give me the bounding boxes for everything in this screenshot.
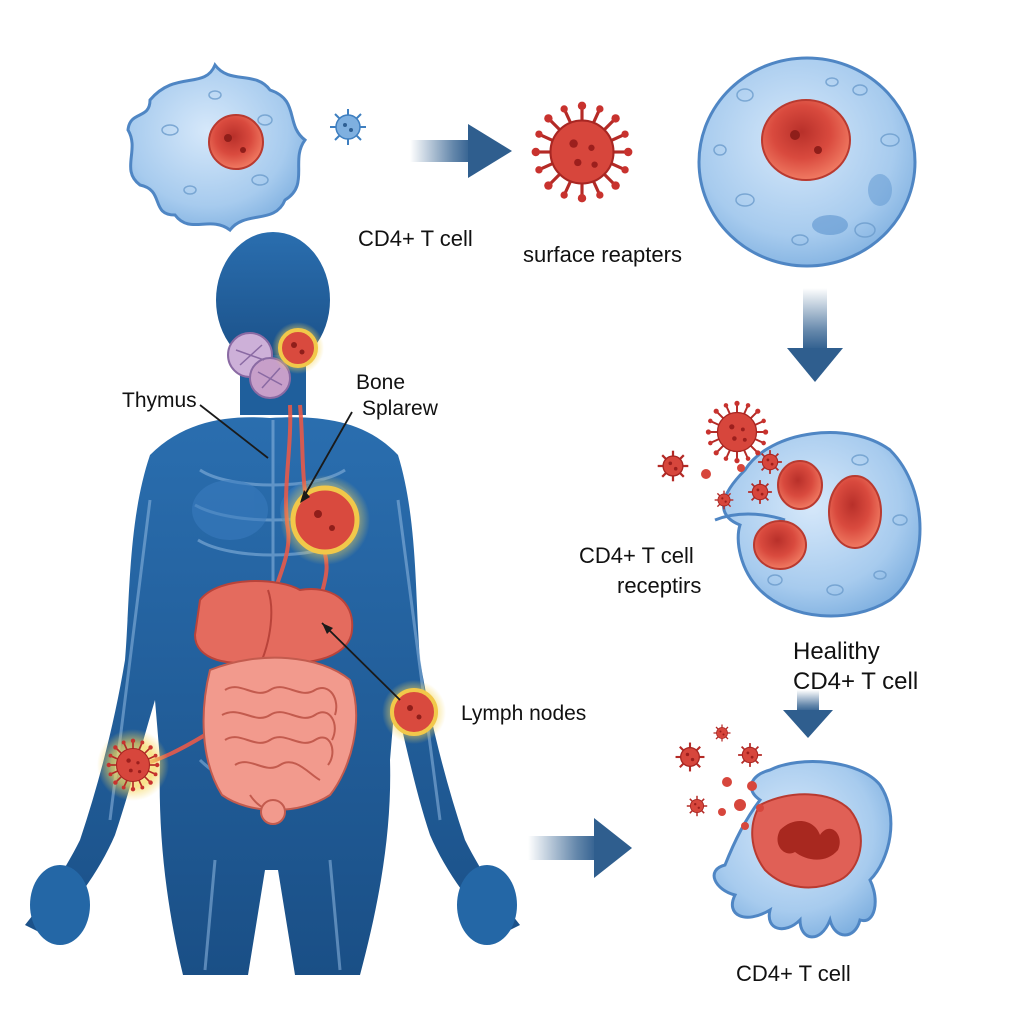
small-blue-virus-icon [330, 109, 366, 145]
label-surface-receptors: surface reapters [523, 242, 682, 267]
top-left-cell [126, 61, 308, 233]
pointer-arrowhead [322, 623, 333, 634]
label-lymph-nodes: Lymph nodes [461, 702, 587, 725]
label-bottom-cd4: CD4+ T cell [736, 961, 851, 986]
nucleus [761, 99, 851, 181]
label-healthy-line2: CD4+ T cell [793, 668, 919, 695]
nucleus [753, 520, 807, 570]
virus-large-icon [530, 100, 634, 204]
label-top-cd4: CD4+ T cell [358, 226, 473, 251]
label-receptors-line2: receptirs [617, 573, 702, 598]
pointer-lines [199, 404, 401, 701]
nucleus [828, 475, 882, 549]
nucleus [777, 460, 823, 510]
arrow-right-bottom [528, 818, 632, 878]
label-bone-line1: Bone [356, 371, 406, 394]
virus-cluster-bottom [674, 723, 764, 830]
stomach-liver [193, 579, 354, 664]
intestines [202, 656, 358, 825]
pointer-arrowhead [300, 490, 310, 503]
label-bone-line2: Splarew [362, 397, 438, 420]
label-thymus: Thymus [122, 389, 197, 412]
nucleus [208, 114, 264, 170]
arrow-right-top [410, 124, 512, 178]
arrow-down-2 [783, 690, 833, 738]
arrow-down-1 [787, 288, 843, 382]
label-receptors-line1: CD4+ T cell [579, 543, 694, 568]
highlight-cell-head [272, 322, 324, 374]
thymus-organ [227, 332, 291, 399]
virus-cluster-middle [656, 399, 783, 511]
highlight-cell-chest [280, 475, 370, 565]
label-healthy-line1: Healithy [793, 638, 880, 665]
highlight-virus-arm [97, 729, 169, 801]
top-right-cell [697, 56, 917, 268]
damaged-cell [712, 760, 893, 939]
highlight-cell-lymph [382, 680, 446, 744]
infected-cell [714, 431, 922, 618]
